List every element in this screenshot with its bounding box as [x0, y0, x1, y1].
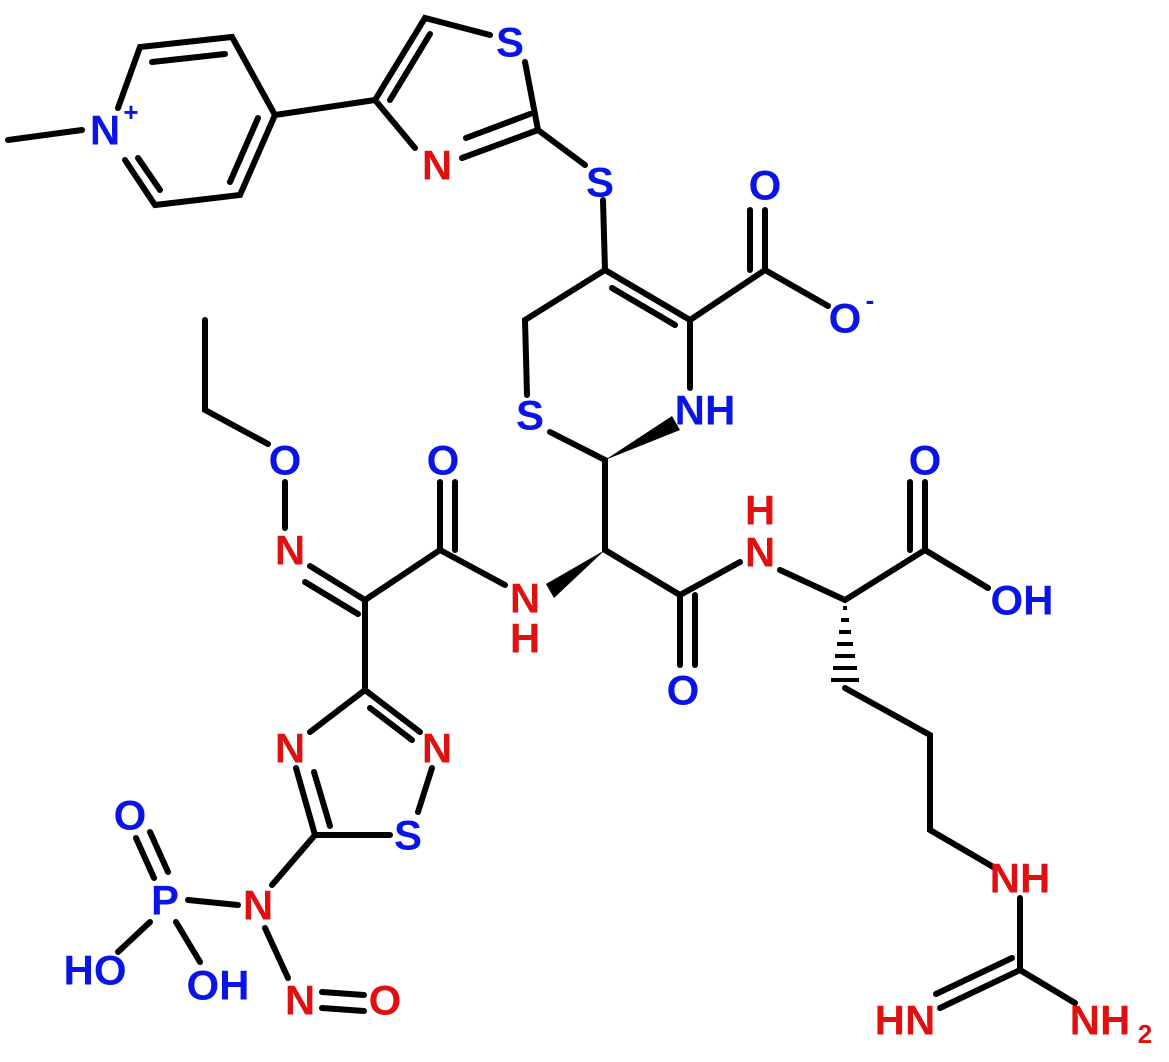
amine-nitrogen: N [243, 882, 273, 929]
atom-labels: N + S N S O O - NH S O O N N H H N O OH … [64, 19, 1153, 1050]
bonds [5, 14, 1078, 1014]
phosphate-hydroxyl-left: HO [64, 947, 127, 994]
thiazole-nitrogen: N [422, 142, 452, 189]
positive-charge: + [123, 97, 138, 127]
thiadiazole-n4: N [275, 725, 305, 772]
phosphorus: P [151, 877, 179, 924]
nitroso-nitrogen: N [285, 977, 315, 1024]
ring-sulfur: S [516, 392, 544, 439]
amide-hydrogen-1: H [510, 615, 540, 662]
ring-nh: NH [675, 387, 736, 434]
amide-nitrogen-1: N [510, 575, 540, 622]
oxime-nitrogen: N [275, 527, 305, 574]
amide-hydrogen-2: H [745, 487, 775, 534]
amide-nitrogen-2: N [745, 529, 775, 576]
phosphoryl-oxygen: O [114, 792, 147, 839]
acid-oxygen: O [909, 437, 942, 484]
wedge-bond [546, 550, 605, 598]
thioether-sulfur: S [586, 159, 614, 206]
acid-hydroxyl: OH [991, 577, 1054, 624]
amine-nh2: NH [1070, 997, 1131, 1044]
carboxylate-oxygen: O [749, 162, 782, 209]
negative-charge: - [866, 285, 875, 315]
nitroso-oxygen: O [369, 977, 402, 1024]
pyridinium-nitrogen: N [90, 107, 120, 154]
thiazole-sulfur: S [496, 19, 524, 66]
wedge-bond [605, 416, 680, 460]
amide-oxygen-1: O [427, 437, 460, 484]
ethoxy-oxygen: O [269, 437, 302, 484]
amide-oxygen-2: O [667, 667, 700, 714]
carboxylate-oxygen-minus: O [829, 295, 862, 342]
phosphate-hydroxyl-right: OH [187, 962, 250, 1009]
subscript-two: 2 [1138, 1019, 1152, 1049]
imine-hn: HN [875, 997, 936, 1044]
thiadiazole-n2: N [422, 725, 452, 772]
hashed-wedge-bond [831, 606, 859, 682]
thiadiazole-sulfur: S [394, 812, 422, 859]
guanidine-nh: NH [990, 855, 1051, 902]
